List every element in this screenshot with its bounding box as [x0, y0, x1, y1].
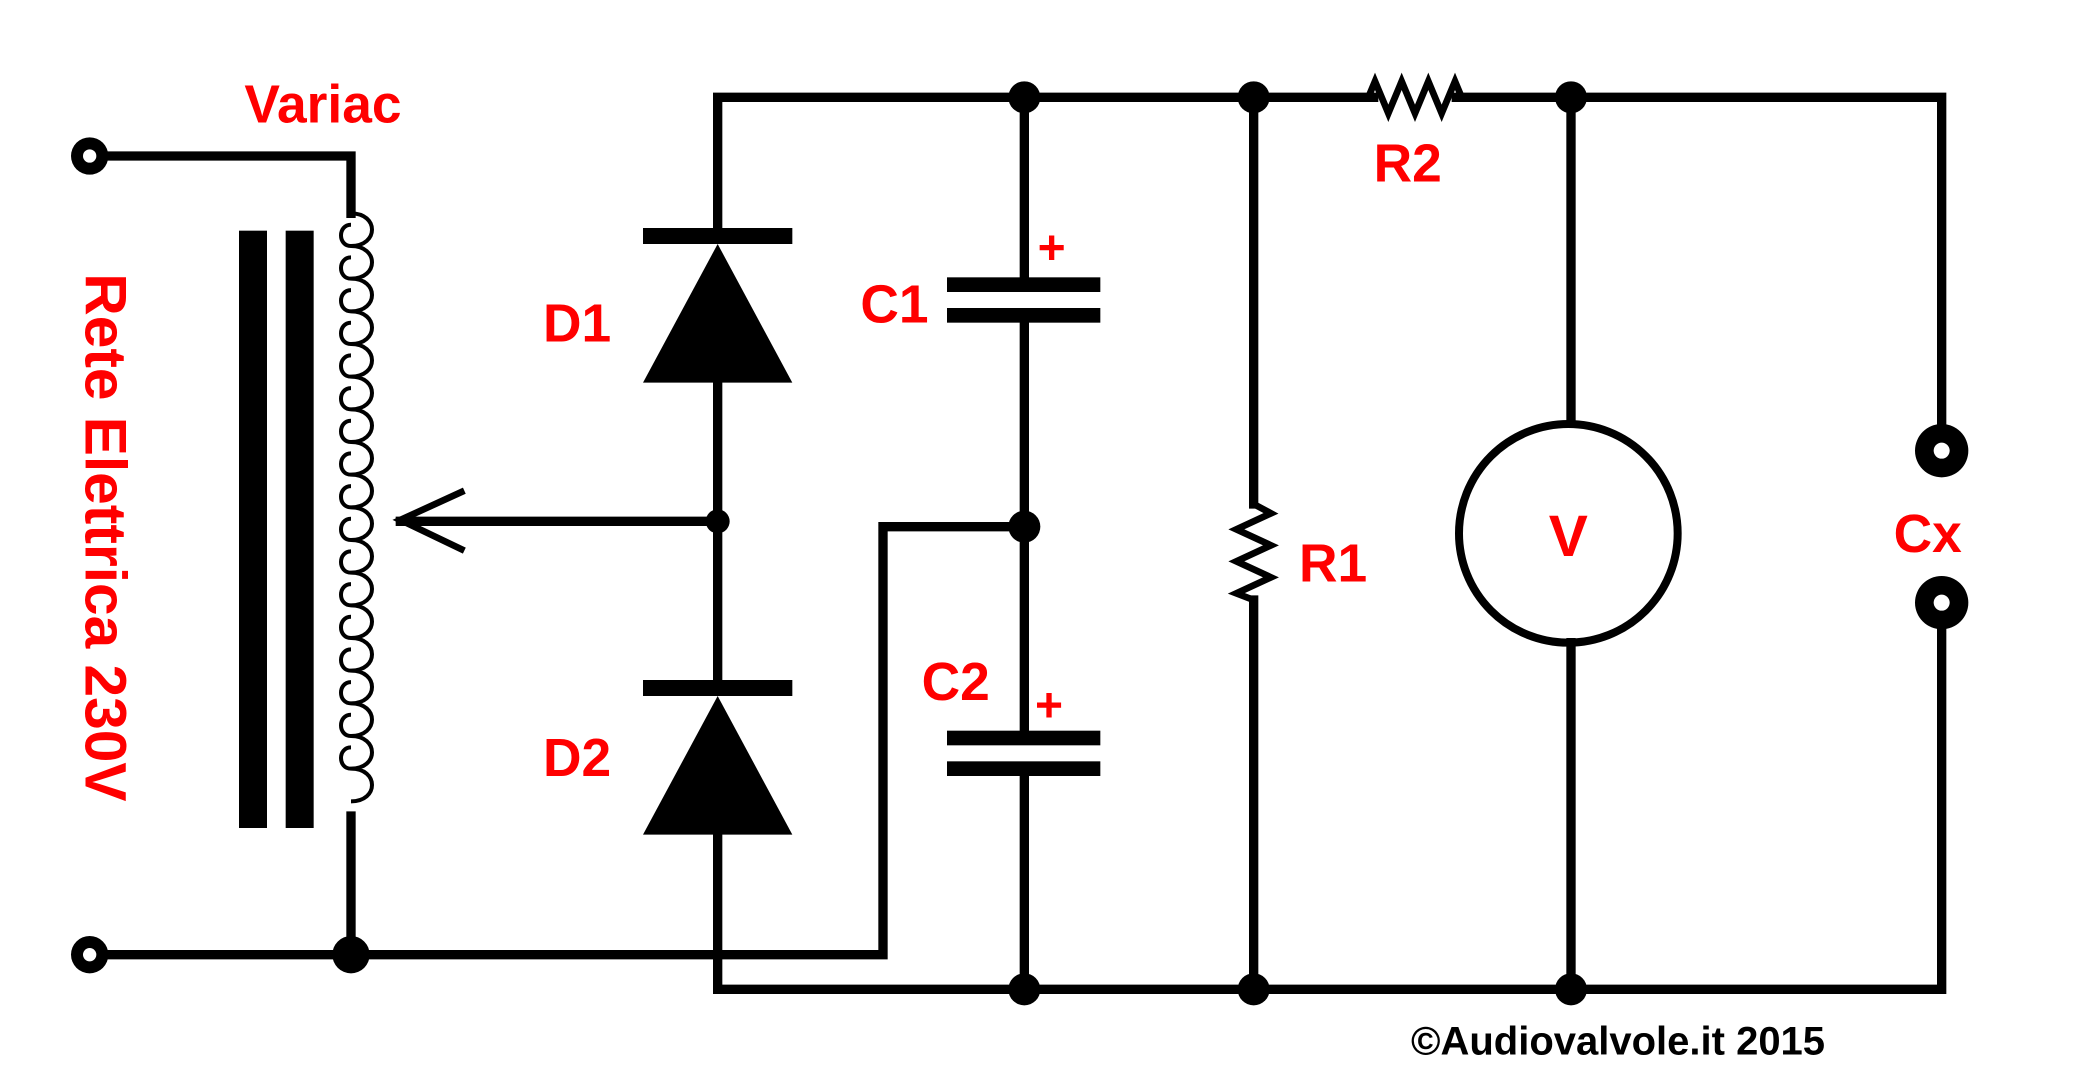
r1-label: R1: [1299, 534, 1367, 593]
junction-dot: [1008, 81, 1041, 114]
junction-dot: [1555, 973, 1587, 1006]
diode-d2: [643, 680, 793, 835]
junction-dot: [1008, 973, 1041, 1006]
mains-label: Rete Elettrica 230V: [73, 273, 138, 801]
diode-d1: [643, 228, 793, 693]
junction-dot: [1008, 510, 1041, 543]
junction-dot: [1237, 973, 1270, 1006]
d1-label: D1: [543, 294, 611, 353]
junction-dot: [1555, 81, 1587, 114]
mains-terminal-top: [71, 137, 109, 175]
resistor-r1: [1227, 92, 1279, 994]
mains-terminal-bottom: [71, 936, 109, 974]
junction-dot: [705, 509, 730, 534]
capacitor-c2: [947, 522, 1101, 994]
variac-core-bar: [285, 230, 314, 828]
variac-coil: [339, 211, 374, 804]
cx-label: Cx: [1894, 505, 1963, 564]
junction-dots: [332, 81, 1587, 1006]
cx-terminal-top: [1915, 424, 1969, 478]
cx-terminal-bottom: [1915, 576, 1969, 630]
c1-label: C1: [860, 276, 928, 335]
junction-dot: [1237, 81, 1270, 114]
variac-label: Variac: [244, 76, 401, 135]
mains-return-wire: [103, 522, 1029, 960]
top-rail: [713, 92, 1379, 240]
copyright-label: ©Audiovalvole.it 2015: [1411, 1020, 1825, 1064]
c1-polarity: +: [1038, 222, 1066, 275]
c2-label: C2: [922, 653, 990, 712]
bottom-rail: [713, 619, 1947, 994]
resistor-r2: [1365, 72, 1465, 122]
variac-core-bar: [239, 230, 267, 828]
voltmeter-label: V: [1549, 504, 1588, 569]
voltmeter: [1455, 92, 1682, 994]
r2-label: R2: [1374, 134, 1442, 193]
c2-polarity: +: [1035, 679, 1063, 732]
junction-dot: [332, 936, 370, 974]
variac: [103, 151, 466, 960]
d2-label: D2: [543, 729, 611, 788]
top-rail-right: [1451, 92, 1947, 453]
capacitor-c1: [947, 92, 1101, 532]
